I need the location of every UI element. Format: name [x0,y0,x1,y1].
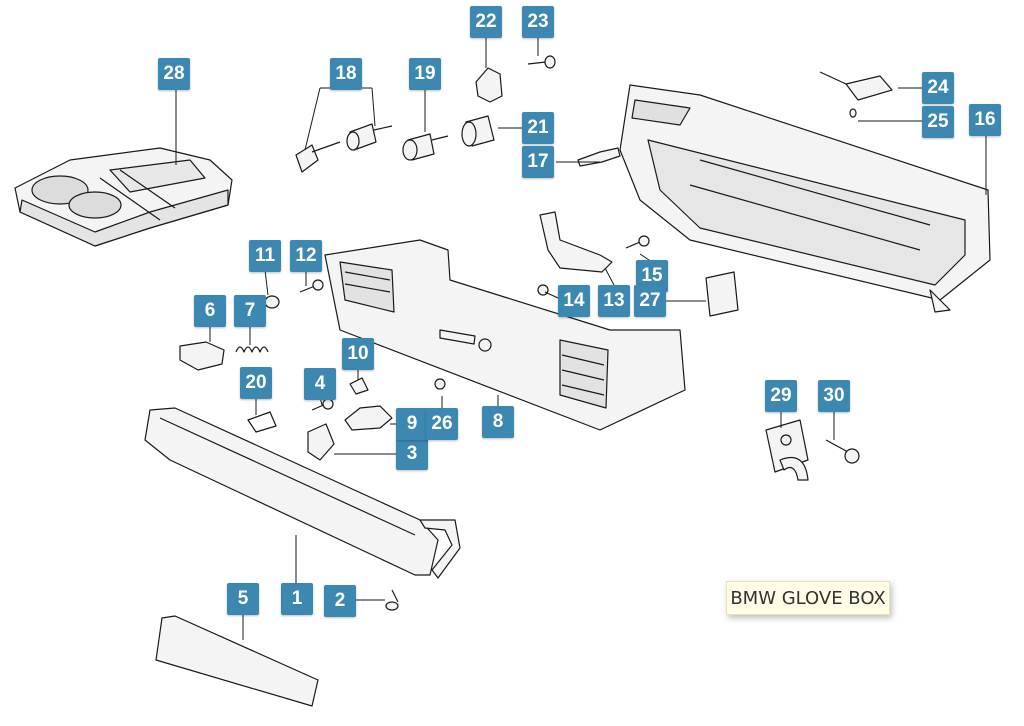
part-28-tray [15,148,232,246]
callout-2: 2 [324,585,356,617]
part-12-screw [300,280,323,292]
callout-18: 18 [330,58,362,90]
callout-16: 16 [969,104,1001,136]
callout-14: 14 [558,285,590,317]
callout-24: 24 [922,72,954,104]
part-15-screw [626,236,649,248]
callout-17: 17 [522,146,554,178]
callout-29: 29 [765,380,797,412]
part-19-lock-barrel [403,134,448,160]
callout-11: 11 [249,240,281,272]
part-8-carrier [325,240,685,430]
part-30-screw [826,440,859,463]
part-29-hinge-bracket [766,420,808,480]
callout-4: 4 [304,368,336,400]
callout-7: 7 [234,295,266,327]
callout-13: 13 [598,285,630,317]
part-5-trim-strip [156,616,318,706]
callout-23: 23 [522,6,554,38]
callout-30: 30 [818,380,850,412]
callout-12: 12 [290,240,322,272]
callout-22: 22 [470,6,502,38]
part-11-grommet [265,296,279,308]
part-23-screw [528,56,555,68]
callout-20: 20 [240,367,272,399]
part-21-sleeve [462,116,494,146]
part-16-housing [620,85,990,312]
callout-3: 3 [396,438,428,470]
diagram-caption: BMW GLOVE BOX [726,581,890,615]
callout-19: 19 [409,58,441,90]
part-13-hinge-arm [538,212,612,295]
callout-21: 21 [522,112,554,144]
callout-6: 6 [194,295,226,327]
callout-5: 5 [227,583,259,615]
part-20-catch [248,412,276,432]
part-2-screw [386,590,398,610]
part-3-bracket [308,424,334,460]
part-6-latch-button [180,342,224,370]
part-18-key-and-lock [296,124,392,172]
callout-27: 27 [634,285,666,317]
part-9-latch [345,406,392,430]
part-27-cover [706,272,738,316]
part-7-spring [236,347,268,352]
callout-1: 1 [281,583,313,615]
callout-8: 8 [482,406,514,438]
callout-9: 9 [396,408,428,440]
part-22-plate [476,68,502,102]
part-1-lid [145,408,460,578]
part-10-clip [350,378,368,394]
callout-25: 25 [922,106,954,138]
part-26-plug [435,379,445,389]
part-24-switch [820,72,892,117]
part-17-plunger [578,148,620,166]
callout-10: 10 [342,338,374,370]
part-4-screw [312,399,333,410]
callout-28: 28 [158,58,190,90]
callout-26: 26 [426,408,458,440]
